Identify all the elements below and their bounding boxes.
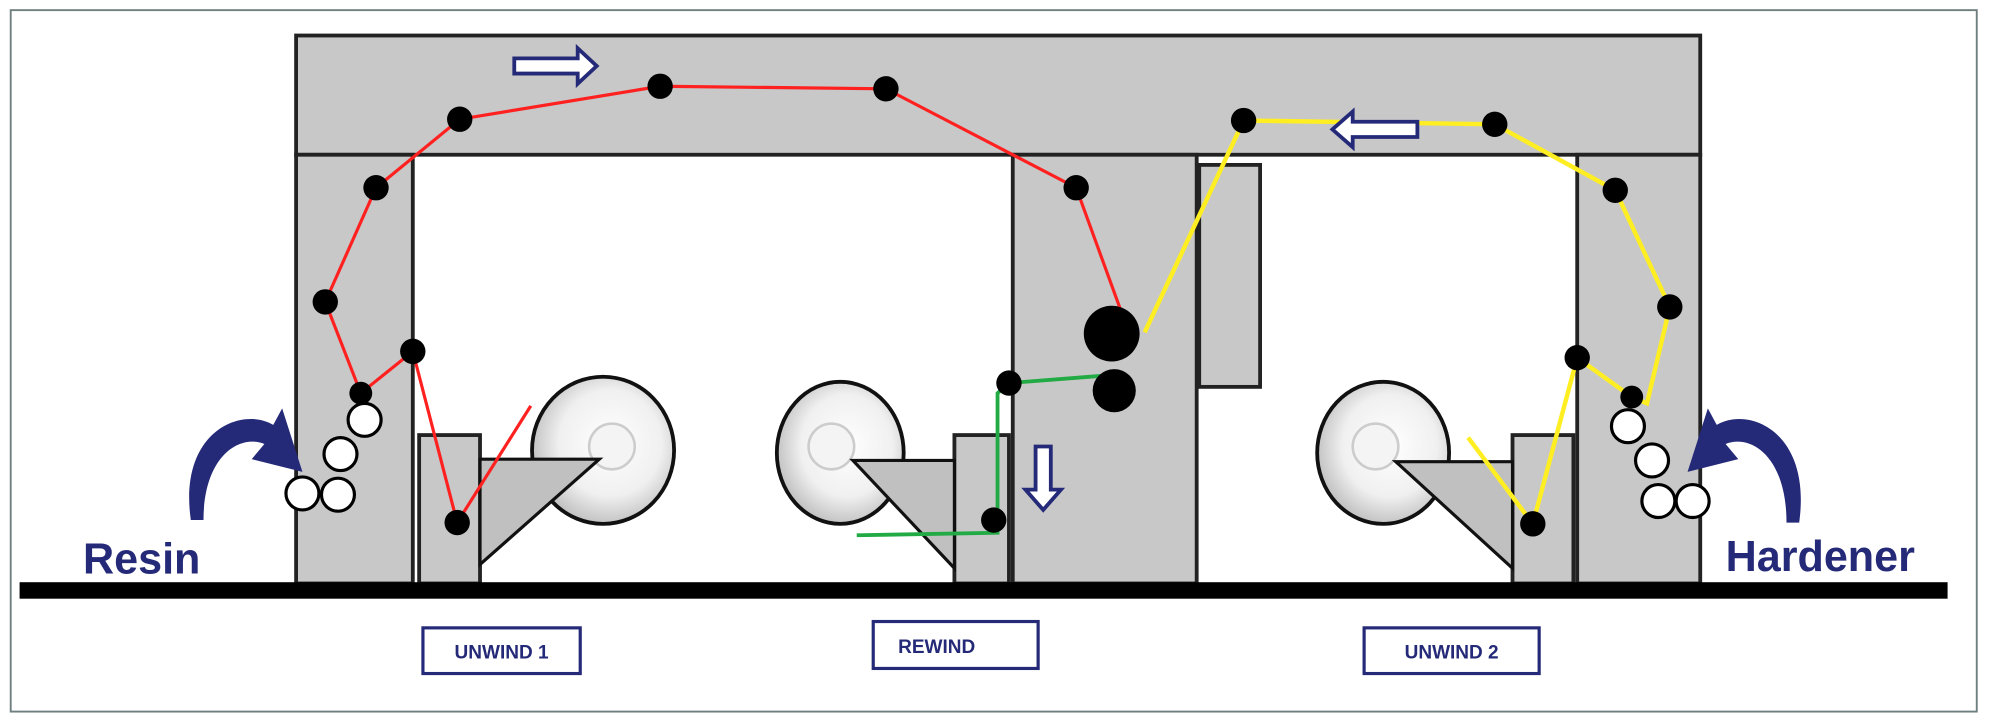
rewind-bracket — [849, 458, 956, 573]
middle-column — [1010, 152, 1199, 586]
unwind2-reel — [1315, 379, 1451, 526]
middle-plate — [1197, 162, 1263, 389]
svg-text:UNWIND 2: UNWIND 2 — [1405, 642, 1499, 663]
resin-label: Resin — [83, 535, 200, 583]
unwind1-stand — [417, 433, 482, 586]
down-direction-arrow-icon — [1021, 444, 1066, 513]
laminate-web-path — [856, 373, 1107, 538]
guide-rollers — [312, 73, 1683, 537]
floor-line — [19, 582, 1948, 599]
left-direction-arrow-icon — [1329, 107, 1420, 152]
unwind2-bracket — [1391, 460, 1515, 572]
top-beam — [294, 33, 1703, 157]
rewind-stand — [952, 433, 1011, 586]
left-column — [294, 152, 415, 586]
svg-text:REWIND: REWIND — [898, 637, 975, 658]
rewind-reel — [774, 379, 906, 526]
hardener-label: Hardener — [1726, 533, 1916, 581]
hardener-metering-rollers — [1609, 408, 1711, 520]
resin-metering-rollers — [284, 401, 383, 513]
unwind1-bracket — [478, 457, 604, 568]
right-direction-arrow-icon — [512, 43, 600, 89]
svg-text:UNWIND 1: UNWIND 1 — [455, 642, 549, 663]
resin-feed-arrow-icon — [189, 408, 303, 521]
nip-roller-bottom — [1092, 369, 1136, 413]
hardener-feed-arrow-icon — [1687, 408, 1801, 523]
station-label-unwind1: UNWIND 1 — [421, 626, 582, 676]
station-label-rewind: REWIND — [871, 619, 1040, 671]
station-label-unwind2: UNWIND 2 — [1362, 626, 1541, 676]
nip-roller-top — [1083, 305, 1140, 362]
